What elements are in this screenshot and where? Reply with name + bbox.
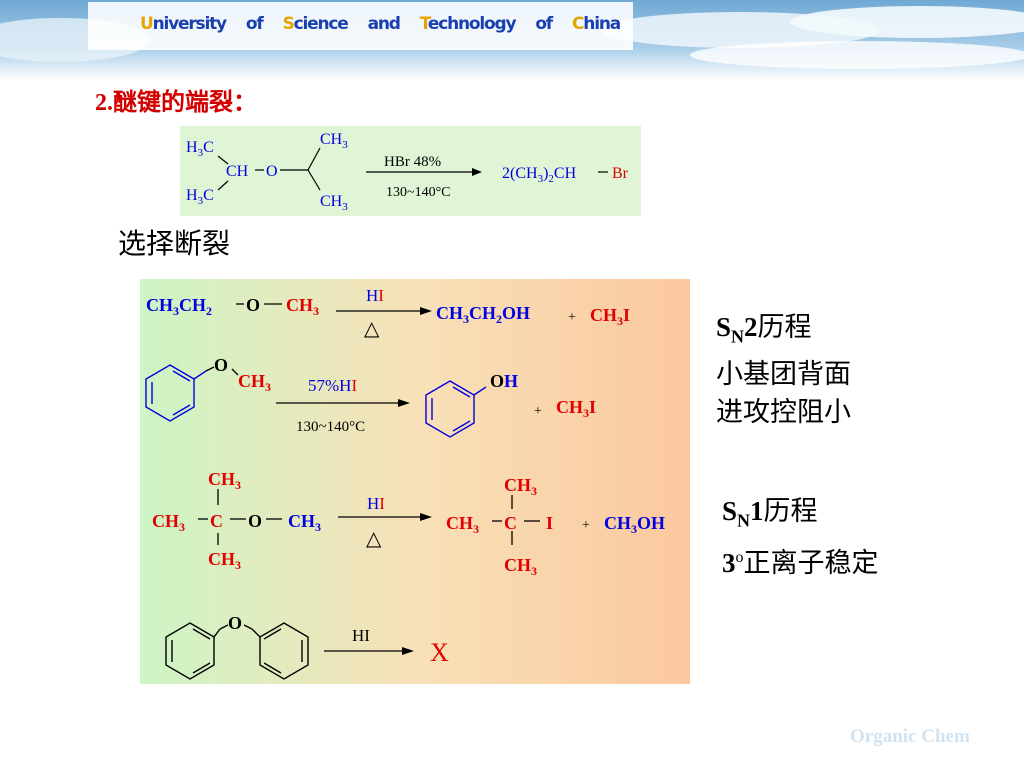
- r4-oxygen: O: [248, 511, 262, 531]
- r4-plus: +: [582, 518, 590, 533]
- r4-reagent: HI: [367, 494, 385, 513]
- r3-oxygen: O: [214, 355, 228, 375]
- r4-methanol: CH3OH: [604, 513, 665, 536]
- reaction2: CH3CH2 O CH3 CH3CH2OH CH3I: [146, 295, 630, 328]
- r2-reagent: HI: [366, 286, 384, 305]
- r1-reagent: HBr 48%: [384, 154, 441, 170]
- r1-h3c-top: H3C: [186, 139, 214, 159]
- r3-plus: +: [534, 404, 542, 419]
- r4p-ch3-bottom: CH3: [504, 555, 537, 578]
- r5-no-reaction: X: [430, 638, 449, 667]
- r4-carbon: C: [210, 511, 223, 531]
- r5-reagent: HI: [352, 626, 370, 645]
- r2-heat: △: [364, 318, 380, 340]
- r1-ch3-top: CH3: [320, 131, 348, 151]
- banner-word-university: University: [140, 14, 227, 34]
- note-sn2: SN2历程 小基团背面 进攻控阻小: [716, 308, 851, 431]
- svg-text:2(CH3)2CH: 2(CH3)2CH: [502, 165, 577, 185]
- r1-product: 2(CH3)2CH Br: [502, 165, 629, 185]
- r4p-iodine: I: [546, 513, 553, 533]
- r3-benzene-right: [425, 380, 487, 438]
- reactions-box: [140, 279, 690, 684]
- r2-oxygen: O: [246, 295, 260, 315]
- r4-ch3-left: CH3: [152, 511, 185, 534]
- section-title: 2.醚键的端裂：: [95, 90, 257, 116]
- r2-methyl-iodide: CH3I: [590, 305, 630, 328]
- r4p-carbon: C: [504, 513, 517, 533]
- r3-reagent: 57%HI: [308, 376, 357, 395]
- r2-ethyl: CH3CH2: [146, 295, 212, 318]
- banner-word-science: Science: [282, 14, 349, 34]
- subtitle: 选择断裂: [118, 229, 231, 260]
- r4-heat: △: [366, 528, 382, 550]
- r1-ch3-bottom: CH3: [320, 193, 348, 213]
- note-sn1-line2: 3o正离子稳定: [722, 548, 879, 579]
- r3-condition: 130~140°C: [296, 419, 365, 435]
- banner-word-of-2: of: [535, 14, 553, 34]
- arrow-heads: [398, 307, 432, 655]
- r1-arrow-head: [472, 168, 482, 176]
- note-sn2-line3: 进攻控阻小: [716, 397, 851, 428]
- r1-bromine: Br: [612, 165, 629, 182]
- note-sn2-line2: 小基团背面: [716, 359, 851, 390]
- r2-methyl: CH3: [286, 295, 319, 318]
- footer-label: Organic Chem: [850, 726, 970, 747]
- r2-ethanol: CH3CH2OH: [436, 303, 530, 326]
- reaction-bonds: [198, 303, 540, 652]
- r1-bonds: [217, 147, 321, 191]
- reaction1-box: [180, 126, 641, 216]
- r5-oxygen: O: [228, 613, 242, 633]
- note-sn1: SN1历程 3o正离子稳定: [722, 492, 879, 582]
- reaction1-scheme: H3C H3C CH O CH3 CH3 HBr 48% 130~140°C 2…: [186, 131, 629, 213]
- r1-h3c-bottom: H3C: [186, 187, 214, 207]
- banner-word-china: China: [572, 14, 621, 34]
- r2-plus: +: [568, 310, 576, 325]
- note-sn2-title: SN2历程: [716, 312, 812, 347]
- banner-word-of: of: [245, 14, 264, 34]
- r3-methyl: CH3: [238, 371, 271, 394]
- university-banner: University of Science and Technology of China: [140, 14, 621, 34]
- r4p-ch3-left: CH3: [446, 513, 479, 536]
- banner-word-and: and: [367, 14, 401, 34]
- r1-oxygen: O: [266, 163, 278, 180]
- r3-benzene-left: [145, 364, 195, 422]
- r3-methyl-iodide: CH3I: [556, 397, 596, 420]
- r1-ch: CH: [226, 163, 249, 180]
- reactions-scheme: CH3CH2 O CH3 CH3CH2OH CH3I HI △ + O CH3 …: [145, 286, 665, 680]
- r3-phenol-oh: OH: [490, 371, 518, 391]
- r3-ring-bond: [193, 370, 207, 380]
- note-sn1-title: SN1历程: [722, 496, 818, 531]
- r4-ch3-bottom: CH3: [208, 549, 241, 572]
- reaction4: CH3 CH3 C CH3 O CH3 CH3 CH3 C I CH3 CH3O…: [152, 469, 665, 578]
- r4p-ch3-top: CH3: [504, 475, 537, 498]
- r1-condition: 130~140°C: [386, 185, 451, 200]
- r5-benzene-right: [251, 622, 309, 680]
- banner-word-technology: Technology: [419, 14, 517, 34]
- r4-methyl: CH3: [288, 511, 321, 534]
- r4-ch3-top: CH3: [208, 469, 241, 492]
- header-bar: [88, 2, 633, 50]
- r5-benzene-left: [165, 622, 221, 680]
